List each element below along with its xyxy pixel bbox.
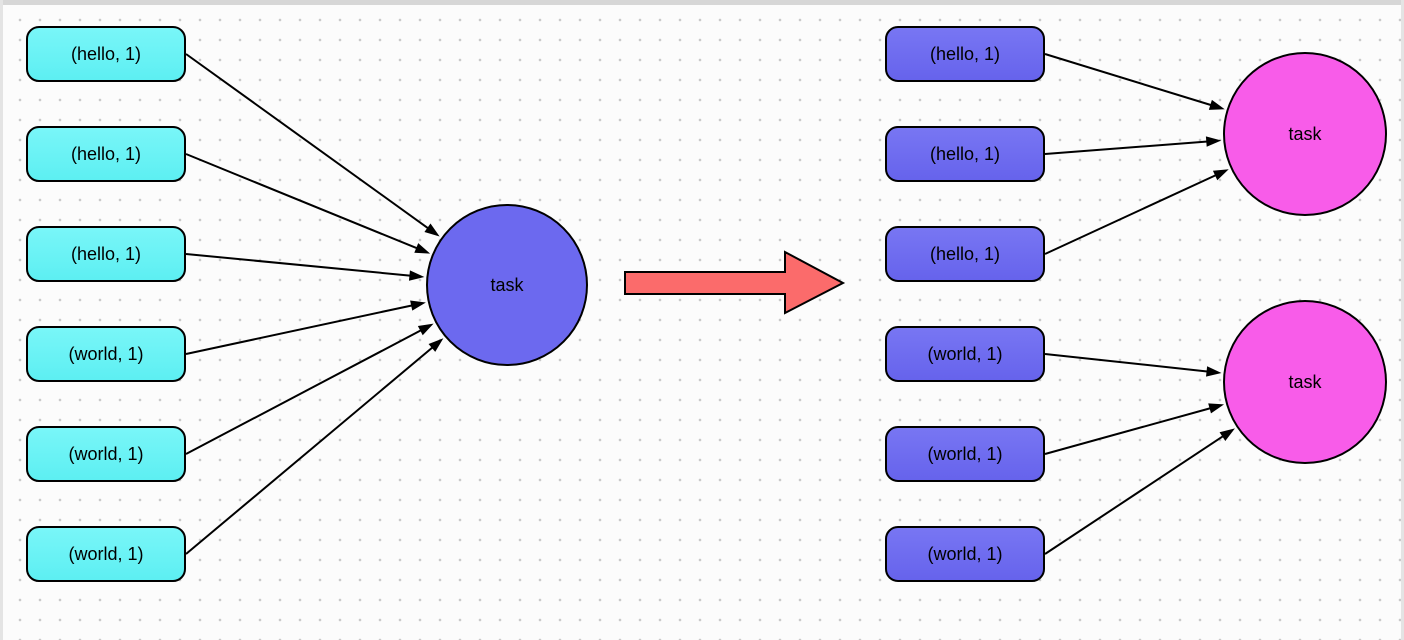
pair-label: (hello, 1) <box>70 43 142 64</box>
connector-line[interactable] <box>185 253 413 277</box>
arrowhead-icon <box>424 223 440 237</box>
after-task-circle-2[interactable]: task <box>1223 300 1387 464</box>
after-pair-box-3[interactable]: (hello, 1) <box>885 226 1045 282</box>
arrowhead-icon <box>410 300 426 311</box>
connector-line[interactable] <box>1044 53 1214 107</box>
after-task-circle-1[interactable]: task <box>1223 52 1387 216</box>
pair-label: (hello, 1) <box>70 143 142 164</box>
task-label: task <box>1288 371 1322 392</box>
before-pair-box-6[interactable]: (world, 1) <box>26 526 186 582</box>
connector-line[interactable] <box>1044 406 1213 455</box>
canvas-left-edge <box>0 0 3 640</box>
arrowhead-icon <box>417 323 434 336</box>
connector-line[interactable] <box>185 153 420 251</box>
arrowhead-icon <box>1219 428 1235 441</box>
task-label: task <box>490 274 524 295</box>
pair-label: (world, 1) <box>68 543 144 564</box>
before-pair-box-4[interactable]: (world, 1) <box>26 326 186 382</box>
task-label: task <box>1288 123 1322 144</box>
before-pair-box-3[interactable]: (hello, 1) <box>26 226 186 282</box>
arrowhead-icon <box>428 338 444 352</box>
after-pair-box-1[interactable]: (hello, 1) <box>885 26 1045 82</box>
connector-line[interactable] <box>185 303 415 355</box>
pair-label: (world, 1) <box>927 343 1003 364</box>
canvas-right-edge <box>1401 0 1404 640</box>
pair-label: (hello, 1) <box>929 143 1001 164</box>
pair-label: (hello, 1) <box>929 243 1001 264</box>
arrowhead-icon <box>414 243 431 254</box>
after-pair-box-6[interactable]: (world, 1) <box>885 526 1045 582</box>
pair-label: (hello, 1) <box>929 43 1001 64</box>
connector-line[interactable] <box>1044 173 1219 255</box>
before-pair-box-5[interactable]: (world, 1) <box>26 426 186 482</box>
connector-line[interactable] <box>1044 353 1210 373</box>
arrowhead-icon <box>1208 403 1225 414</box>
pair-label: (world, 1) <box>68 343 144 364</box>
pair-label: (world, 1) <box>927 443 1003 464</box>
arrowhead-icon <box>1205 136 1222 147</box>
pair-label: (hello, 1) <box>70 243 142 264</box>
connector-line[interactable] <box>185 53 431 231</box>
arrowhead-icon <box>1212 169 1229 181</box>
canvas-top-edge <box>0 0 1404 5</box>
pair-label: (world, 1) <box>68 443 144 464</box>
pair-label: (world, 1) <box>927 543 1003 564</box>
connector-line[interactable] <box>1044 140 1210 155</box>
connector-line[interactable] <box>185 345 435 555</box>
arrowhead-icon <box>1206 366 1222 377</box>
transform-right-arrow[interactable] <box>624 250 846 315</box>
after-pair-box-5[interactable]: (world, 1) <box>885 426 1045 482</box>
arrowhead-icon <box>408 270 425 281</box>
after-pair-box-2[interactable]: (hello, 1) <box>885 126 1045 182</box>
before-pair-box-1[interactable]: (hello, 1) <box>26 26 186 82</box>
after-pair-box-4[interactable]: (world, 1) <box>885 326 1045 382</box>
before-task-circle[interactable]: task <box>426 204 588 366</box>
connector-line[interactable] <box>1044 434 1226 555</box>
arrowhead-icon <box>1208 99 1225 110</box>
connector-line[interactable] <box>185 328 424 455</box>
before-pair-box-2[interactable]: (hello, 1) <box>26 126 186 182</box>
